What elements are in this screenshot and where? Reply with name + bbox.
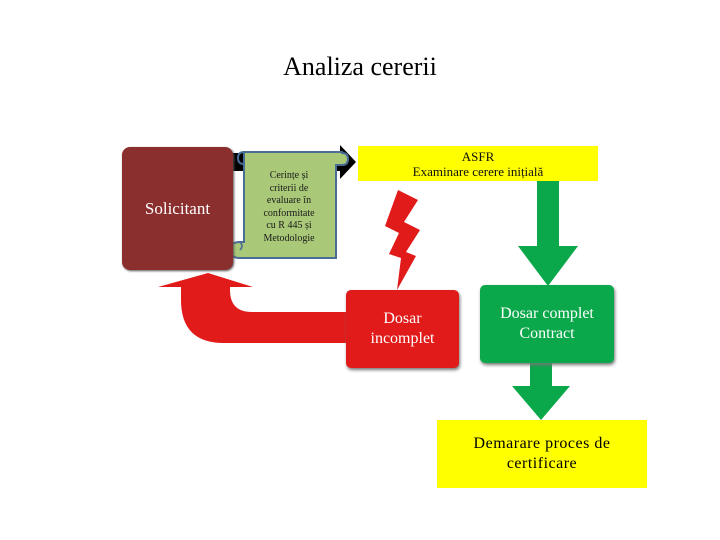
green-arrow-2 xyxy=(512,363,570,420)
requirements-scroll-text: Cerințe și criterii de evaluare în confo… xyxy=(263,170,315,244)
certification-start-box: Demarare proces de certificare xyxy=(437,420,647,488)
return-arrow xyxy=(158,273,346,343)
incomplete-file-box: Dosar incomplet xyxy=(346,290,459,368)
asfr-box: ASFR Examinare cerere inițială xyxy=(358,146,598,181)
page-title: Analiza cererii xyxy=(283,52,437,81)
complete-file-box: Dosar complet Contract xyxy=(480,285,614,363)
solicitant-box: Solicitant xyxy=(122,147,233,270)
green-arrow-1 xyxy=(518,181,578,286)
lightning-arrow xyxy=(385,190,420,290)
